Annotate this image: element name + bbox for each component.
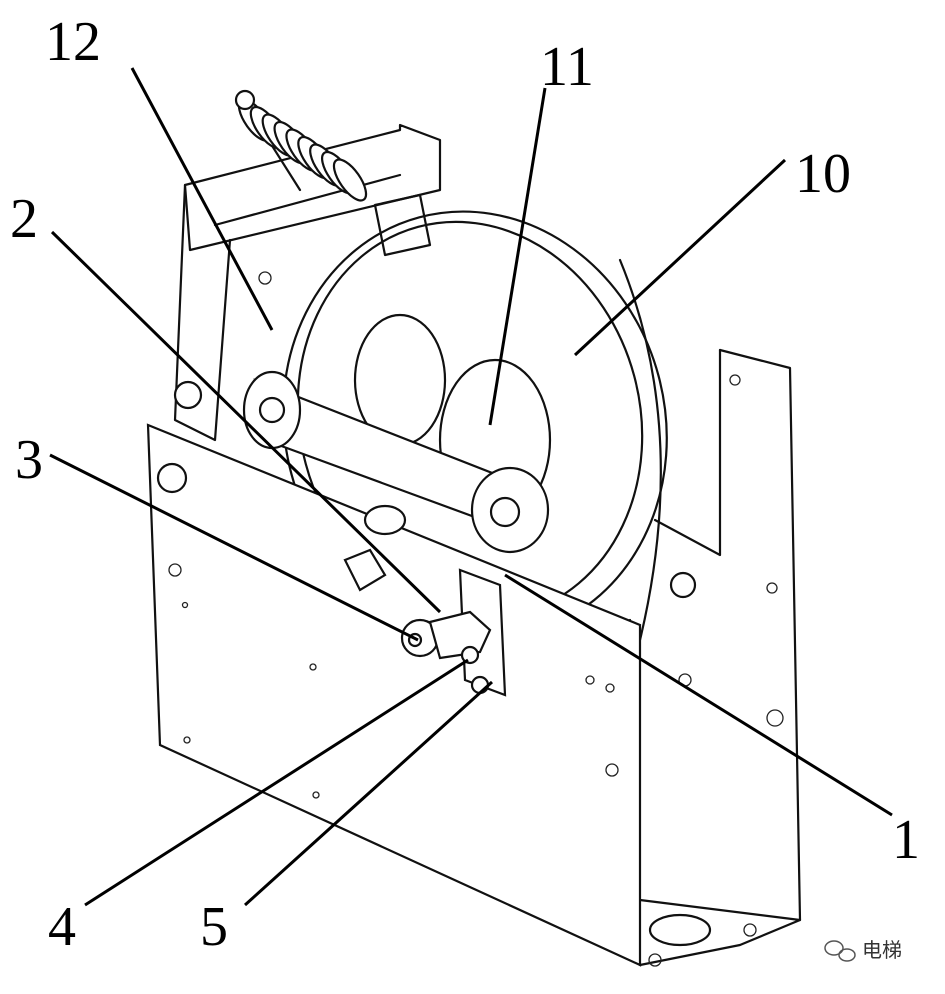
watermark: 电梯 [824,938,902,962]
label-3: 3 [15,429,43,491]
label-5: 5 [200,896,228,958]
lever-arm [242,370,550,554]
right-side-plate [628,348,802,967]
label-10: 10 [795,143,851,205]
watermark-text: 电梯 [862,938,902,962]
wechat-icon [824,940,856,962]
switch-block [343,504,507,697]
rear-bracket [173,123,442,442]
spring [234,89,368,202]
spring-coil [332,158,368,202]
label-4: 4 [48,896,76,958]
front-plate [146,423,692,967]
label-11: 11 [540,36,594,98]
leader-lines [49,67,893,907]
label-12: 12 [45,11,101,73]
label-2: 2 [10,188,38,250]
label-1: 1 [892,809,920,871]
